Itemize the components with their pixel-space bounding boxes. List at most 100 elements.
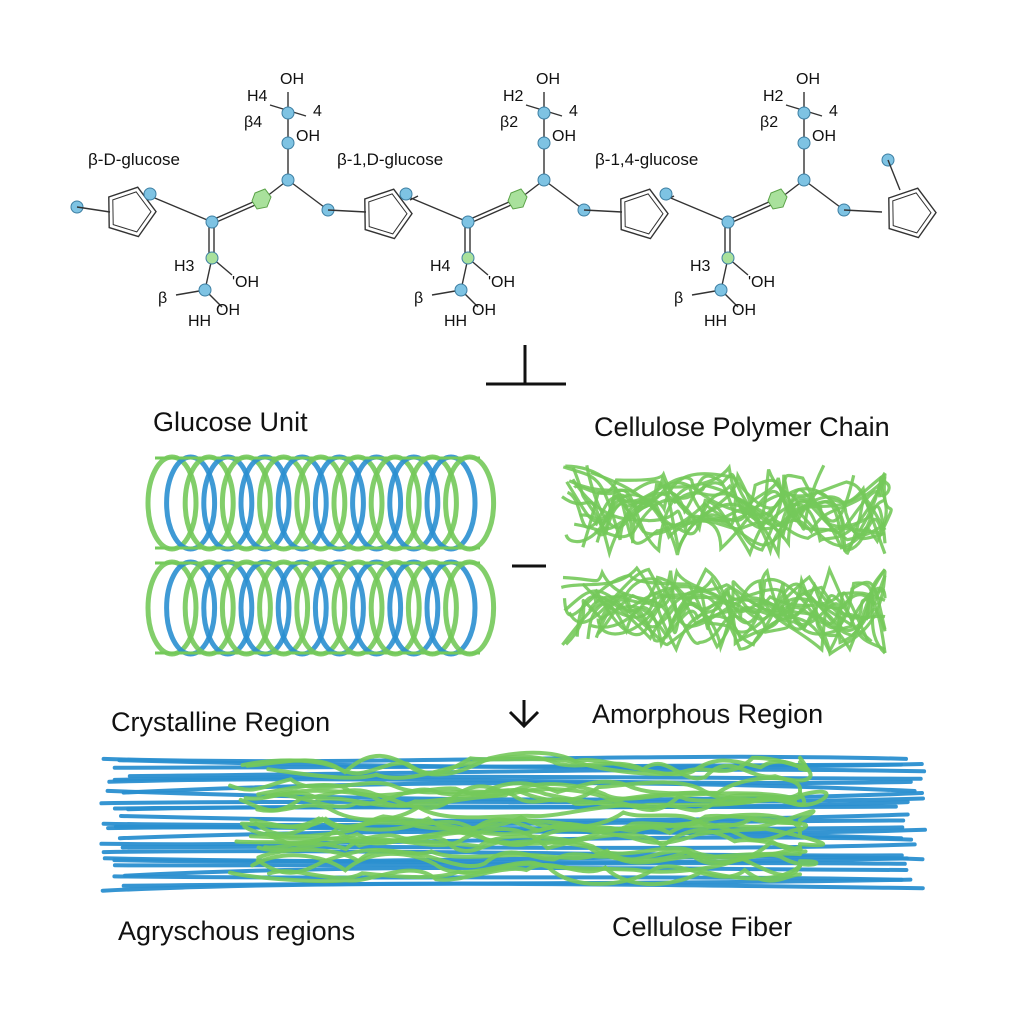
fiber-strand-blue [107, 777, 913, 785]
fiber-strand-blue [112, 874, 904, 882]
unit-label-2: β-1,D-glucose [337, 150, 444, 169]
cellulose-fiber-label: Cellulose Fiber [612, 912, 793, 942]
atom-label-top-b: β2 [760, 114, 779, 131]
atom-node [198, 283, 212, 297]
fiber-strand-green [228, 776, 802, 796]
atom-label-bot-hh: HH [704, 313, 728, 330]
green-atom-node [461, 251, 475, 265]
amorphous-strand [575, 587, 887, 641]
ring-3 [620, 188, 669, 240]
atom-node [461, 215, 475, 229]
fiber-strand-blue [100, 881, 925, 893]
bond [543, 179, 585, 211]
ring-left [108, 186, 157, 238]
atom-label-bot-oh2: OH [472, 302, 496, 319]
amorphous-strand [581, 477, 815, 554]
unit-label-1: β-D-glucose [88, 150, 180, 169]
amorphous-strand [573, 470, 886, 557]
atom-node [797, 136, 811, 150]
atom-label-bot-oh2: OH [216, 302, 240, 319]
atom-node [281, 106, 295, 120]
atom-label-top-oh2: OH [812, 128, 836, 145]
ring-inner [624, 193, 664, 235]
bond [665, 195, 729, 223]
down-arrow-icon [508, 700, 540, 729]
atom-label-top-h: H2 [763, 88, 784, 105]
cellulose-fiber-bundle [99, 750, 927, 893]
ring-inner [368, 193, 408, 235]
fiber-strand-green [239, 813, 802, 834]
bond [149, 195, 213, 223]
atom-node [797, 106, 811, 120]
bond [211, 201, 263, 225]
atom-node [281, 173, 295, 187]
amorphous-strand [573, 473, 893, 560]
bond [327, 209, 367, 213]
green-atom-node [721, 251, 735, 265]
atom-node [281, 136, 295, 150]
green-ring-atom [767, 188, 788, 210]
amorphous-strand [590, 470, 887, 556]
atom-node [721, 215, 735, 229]
bond [887, 159, 901, 191]
bond [467, 201, 519, 225]
atom-node [537, 106, 551, 120]
atom-node [205, 215, 219, 229]
atom-label-top-4: 4 [829, 103, 838, 120]
amorphous-tangle [560, 463, 893, 657]
fiber-strand-green [267, 861, 802, 886]
green-ring-atom [507, 188, 528, 210]
ring-inner [112, 191, 152, 233]
atom-label-top-oh2: OH [552, 128, 576, 145]
atom-label-bot-b: β [674, 290, 684, 307]
agryschous-regions-label: Agryschous regions [118, 916, 356, 946]
amorphous-region-label: Amorphous Region [592, 699, 824, 729]
bond [287, 179, 329, 211]
fiber-strand-green [256, 834, 808, 864]
ring-2 [364, 188, 413, 240]
fiber-strand-blue [99, 796, 925, 806]
green-ring-atom [251, 188, 272, 210]
atom-label-bot-b: β [158, 290, 168, 307]
atom-node [659, 187, 673, 201]
atom-label-bot-oh2: OH [732, 302, 756, 319]
atom-label-top-h: H4 [247, 88, 268, 105]
atom-node [399, 187, 413, 201]
bond [803, 179, 845, 211]
atom-label-top-oh: OH [280, 71, 304, 88]
bond [405, 195, 469, 223]
polymer-chain-label: Cellulose Polymer Chain [594, 412, 890, 442]
atom-label-bot-hh: HH [444, 313, 468, 330]
crystalline-region-label: Crystalline Region [111, 707, 331, 737]
atom-label-bot-oh: 'OH [488, 274, 516, 291]
glucose-unit-3 [659, 92, 883, 308]
atom-node [537, 173, 551, 187]
atom-label-top-oh: OH [536, 71, 560, 88]
atom-label-bot-b: β [414, 290, 424, 307]
atom-label-top-b: β4 [244, 114, 263, 131]
fiber-strand-blue [120, 842, 917, 850]
atom-node [537, 136, 551, 150]
amorphous-strand [564, 571, 887, 657]
glucose-unit-2 [399, 92, 675, 308]
bond [583, 209, 623, 213]
atom-label-top-oh: OH [796, 71, 820, 88]
unit-label-3: β-1,4-glucose [595, 150, 699, 169]
amorphous-strand [562, 568, 887, 651]
fiber-strand-green [255, 847, 819, 875]
fiber-strand-green [240, 750, 809, 777]
atom-label-top-b: β2 [500, 114, 519, 131]
amorphous-strand [594, 476, 891, 537]
fiber-strand-blue [126, 804, 898, 812]
glucose-unit-1 [143, 92, 419, 308]
atom-node [714, 283, 728, 297]
atom-label-top-h: H2 [503, 88, 524, 105]
atom-label-bot-oh: 'OH [232, 274, 260, 291]
ring-right [888, 187, 937, 239]
atom-label-bot-hh: HH [188, 313, 212, 330]
atom-label-bot-h: H4 [430, 258, 451, 275]
amorphous-strand [594, 478, 874, 536]
atom-node [454, 283, 468, 297]
glucose-unit-label: Glucose Unit [153, 407, 308, 437]
